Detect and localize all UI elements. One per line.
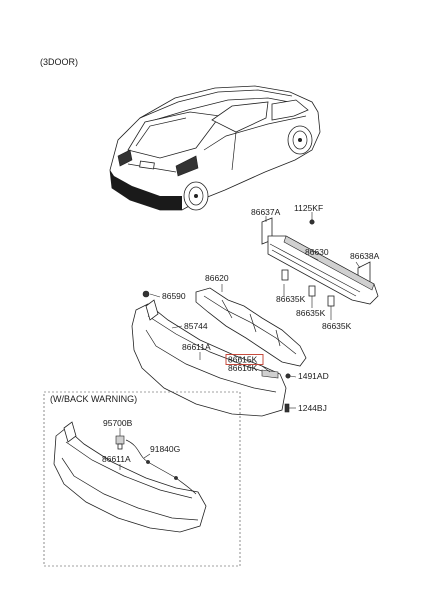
variant-label: (3DOOR): [40, 57, 78, 67]
label-86635k-1: 86635K: [276, 294, 306, 304]
label-86637a: 86637A: [251, 207, 281, 217]
label-86635k-2: 86635K: [296, 308, 326, 318]
bolt-1125kf: [309, 219, 315, 225]
label-1491ad: 1491AD: [298, 371, 329, 381]
leader-lines: [149, 212, 361, 409]
sensor-95700b: [115, 435, 125, 445]
label-86638a: 86638A: [350, 251, 380, 261]
label-86620: 86620: [205, 273, 229, 283]
label-1244bj: 1244BJ: [298, 403, 327, 413]
car-illustration: [109, 85, 321, 211]
label-86611a: 86611A: [182, 342, 211, 352]
label-86635k-3: 86635K: [322, 321, 352, 331]
label-86615k: 86615K: [228, 355, 258, 365]
bumper-cover-86611a: [131, 299, 287, 417]
label-86611a-inset: 86611A: [102, 454, 131, 464]
clip-86635k-2: [308, 285, 316, 297]
label-86630: 86630: [305, 247, 329, 257]
car-rear-bumper-highlight: [110, 170, 182, 210]
inset-back-warning: (W/BACK WARNING) 95700B 91840G 86611A: [43, 391, 241, 567]
screw-1244bj: [284, 403, 290, 413]
label-85744: 85744: [184, 321, 208, 331]
wiring-91840g: [125, 439, 197, 495]
screw-86590: [142, 290, 150, 298]
label-95700b: 95700B: [103, 418, 133, 428]
label-91840g: 91840G: [150, 444, 180, 454]
inset-dashed-border: [43, 391, 241, 567]
energy-absorber-86620: [195, 287, 307, 367]
screw-1491ad: [285, 373, 291, 379]
highlight-box-86615k: [225, 354, 264, 365]
label-1125kf: 1125KF: [294, 203, 323, 213]
bumper-beam-86630: [261, 217, 379, 307]
label-86616k: 86616K: [228, 363, 258, 373]
clip-86635k-3: [327, 295, 335, 307]
inset-title: (W/BACK WARNING): [50, 394, 137, 404]
label-86590: 86590: [162, 291, 186, 301]
clip-86635k-1: [281, 269, 289, 281]
